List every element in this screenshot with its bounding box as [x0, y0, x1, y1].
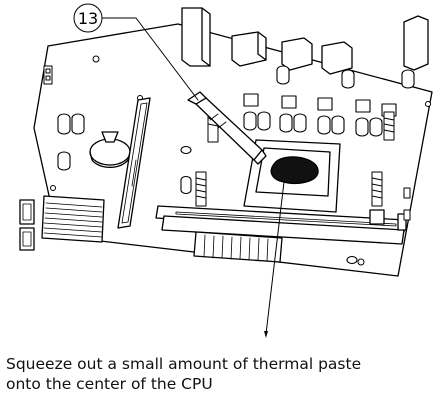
caption-leader-line [265, 181, 285, 335]
thermal-paste [270, 156, 319, 185]
chipset-heatsink [41, 195, 105, 243]
small-components-right [403, 187, 411, 221]
callout-13 [73, 3, 199, 101]
caption-line-2: onto the center of the CPU [6, 375, 213, 393]
cpu-socket [243, 139, 341, 213]
top-capacitors [276, 65, 415, 89]
caption: Squeeze out a small amount of thermal pa… [6, 354, 431, 394]
cmos-battery [89, 131, 131, 168]
vrm-components [243, 93, 397, 137]
caption-line-1: Squeeze out a small amount of thermal pa… [6, 355, 362, 373]
thermal-paste-syringe [187, 91, 267, 165]
mounting-holes [50, 55, 431, 266]
pcie-slot [117, 97, 151, 229]
atx-power-connector [193, 231, 283, 263]
sata-ports [19, 199, 35, 251]
left-header [43, 65, 53, 85]
motherboard-pcb [33, 23, 433, 277]
standoffs [195, 111, 395, 207]
left-capacitors [57, 113, 358, 265]
callout-number: 13 [78, 9, 98, 28]
memory-slots [155, 205, 407, 245]
rear-io-connectors [181, 7, 429, 75]
